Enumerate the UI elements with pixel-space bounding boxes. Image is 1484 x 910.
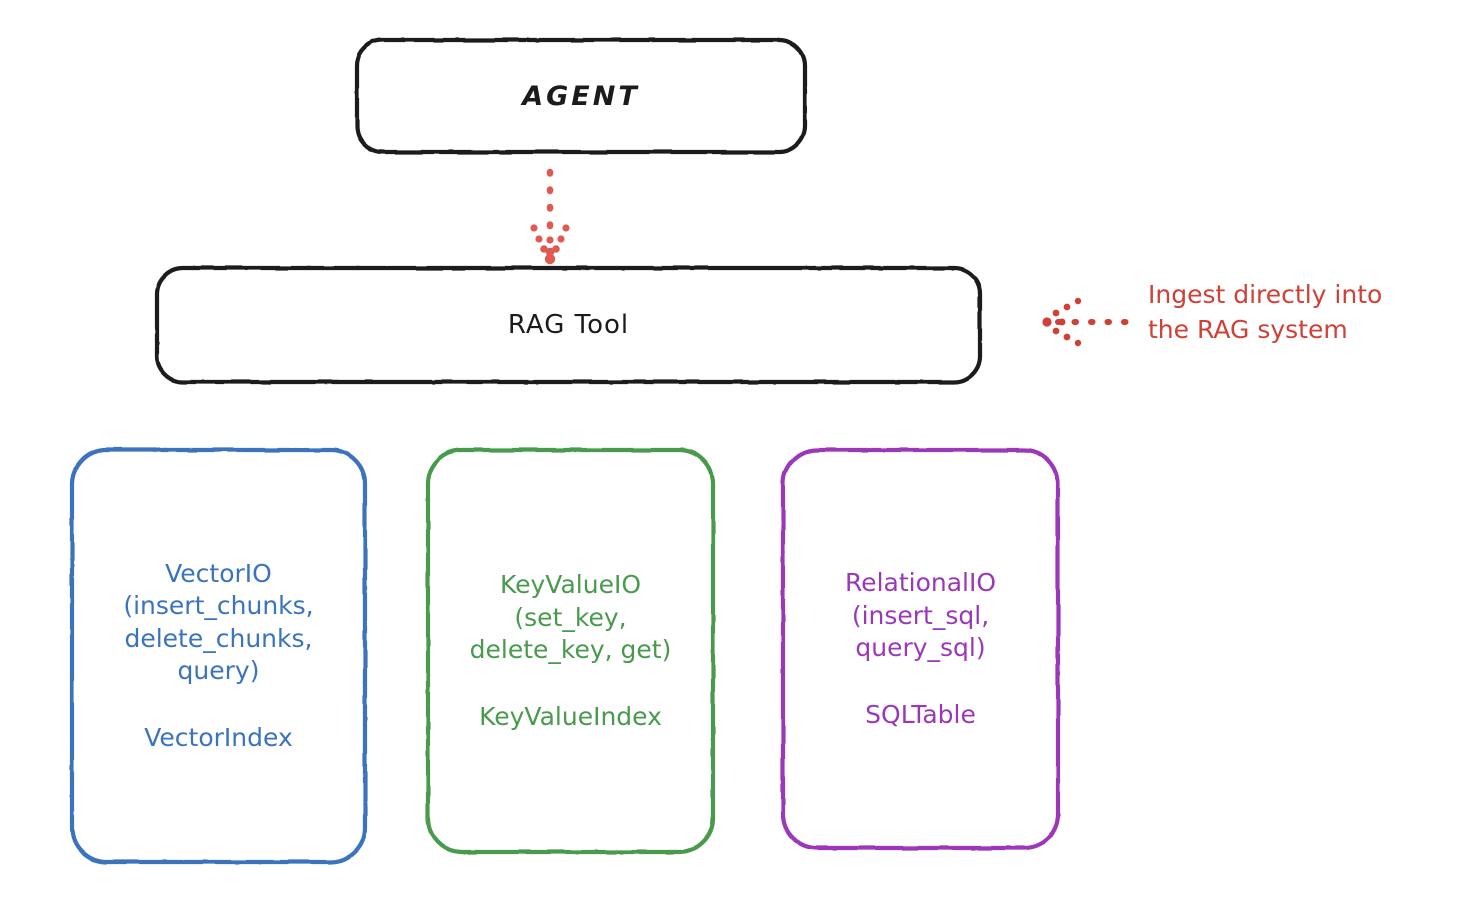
vector-io-node[interactable]: VectorIO (insert_chunks, delete_chunks, … bbox=[72, 450, 365, 862]
rag-tool-label: RAG Tool bbox=[507, 310, 630, 340]
relational-io-node[interactable]: RelationalIO (insert_sql, query_sql) SQL… bbox=[783, 450, 1058, 848]
agent-label: AGENT bbox=[522, 80, 640, 112]
vector-index-label: VectorIndex bbox=[144, 722, 293, 752]
rag-tool-node[interactable]: RAG Tool bbox=[157, 268, 980, 382]
relational-io-title: RelationalIO (insert_sql, query_sql) bbox=[844, 568, 997, 662]
vector-io-title: VectorIO (insert_chunks, delete_chunks, … bbox=[123, 558, 314, 686]
agent-to-rag-connector bbox=[530, 168, 570, 265]
key-value-io-node[interactable]: KeyValueIO (set_key, delete_key, get) Ke… bbox=[428, 450, 713, 852]
key-value-index-label: KeyValueIndex bbox=[479, 701, 662, 731]
sql-table-label: SQLTable bbox=[865, 699, 976, 729]
key-value-io-title: KeyValueIO (set_key, delete_key, get) bbox=[469, 570, 672, 664]
ingest-annotation: Ingest directly into the RAG system bbox=[1148, 280, 1383, 344]
agent-node[interactable]: AGENT bbox=[357, 40, 805, 152]
ingest-connector bbox=[1042, 297, 1131, 347]
